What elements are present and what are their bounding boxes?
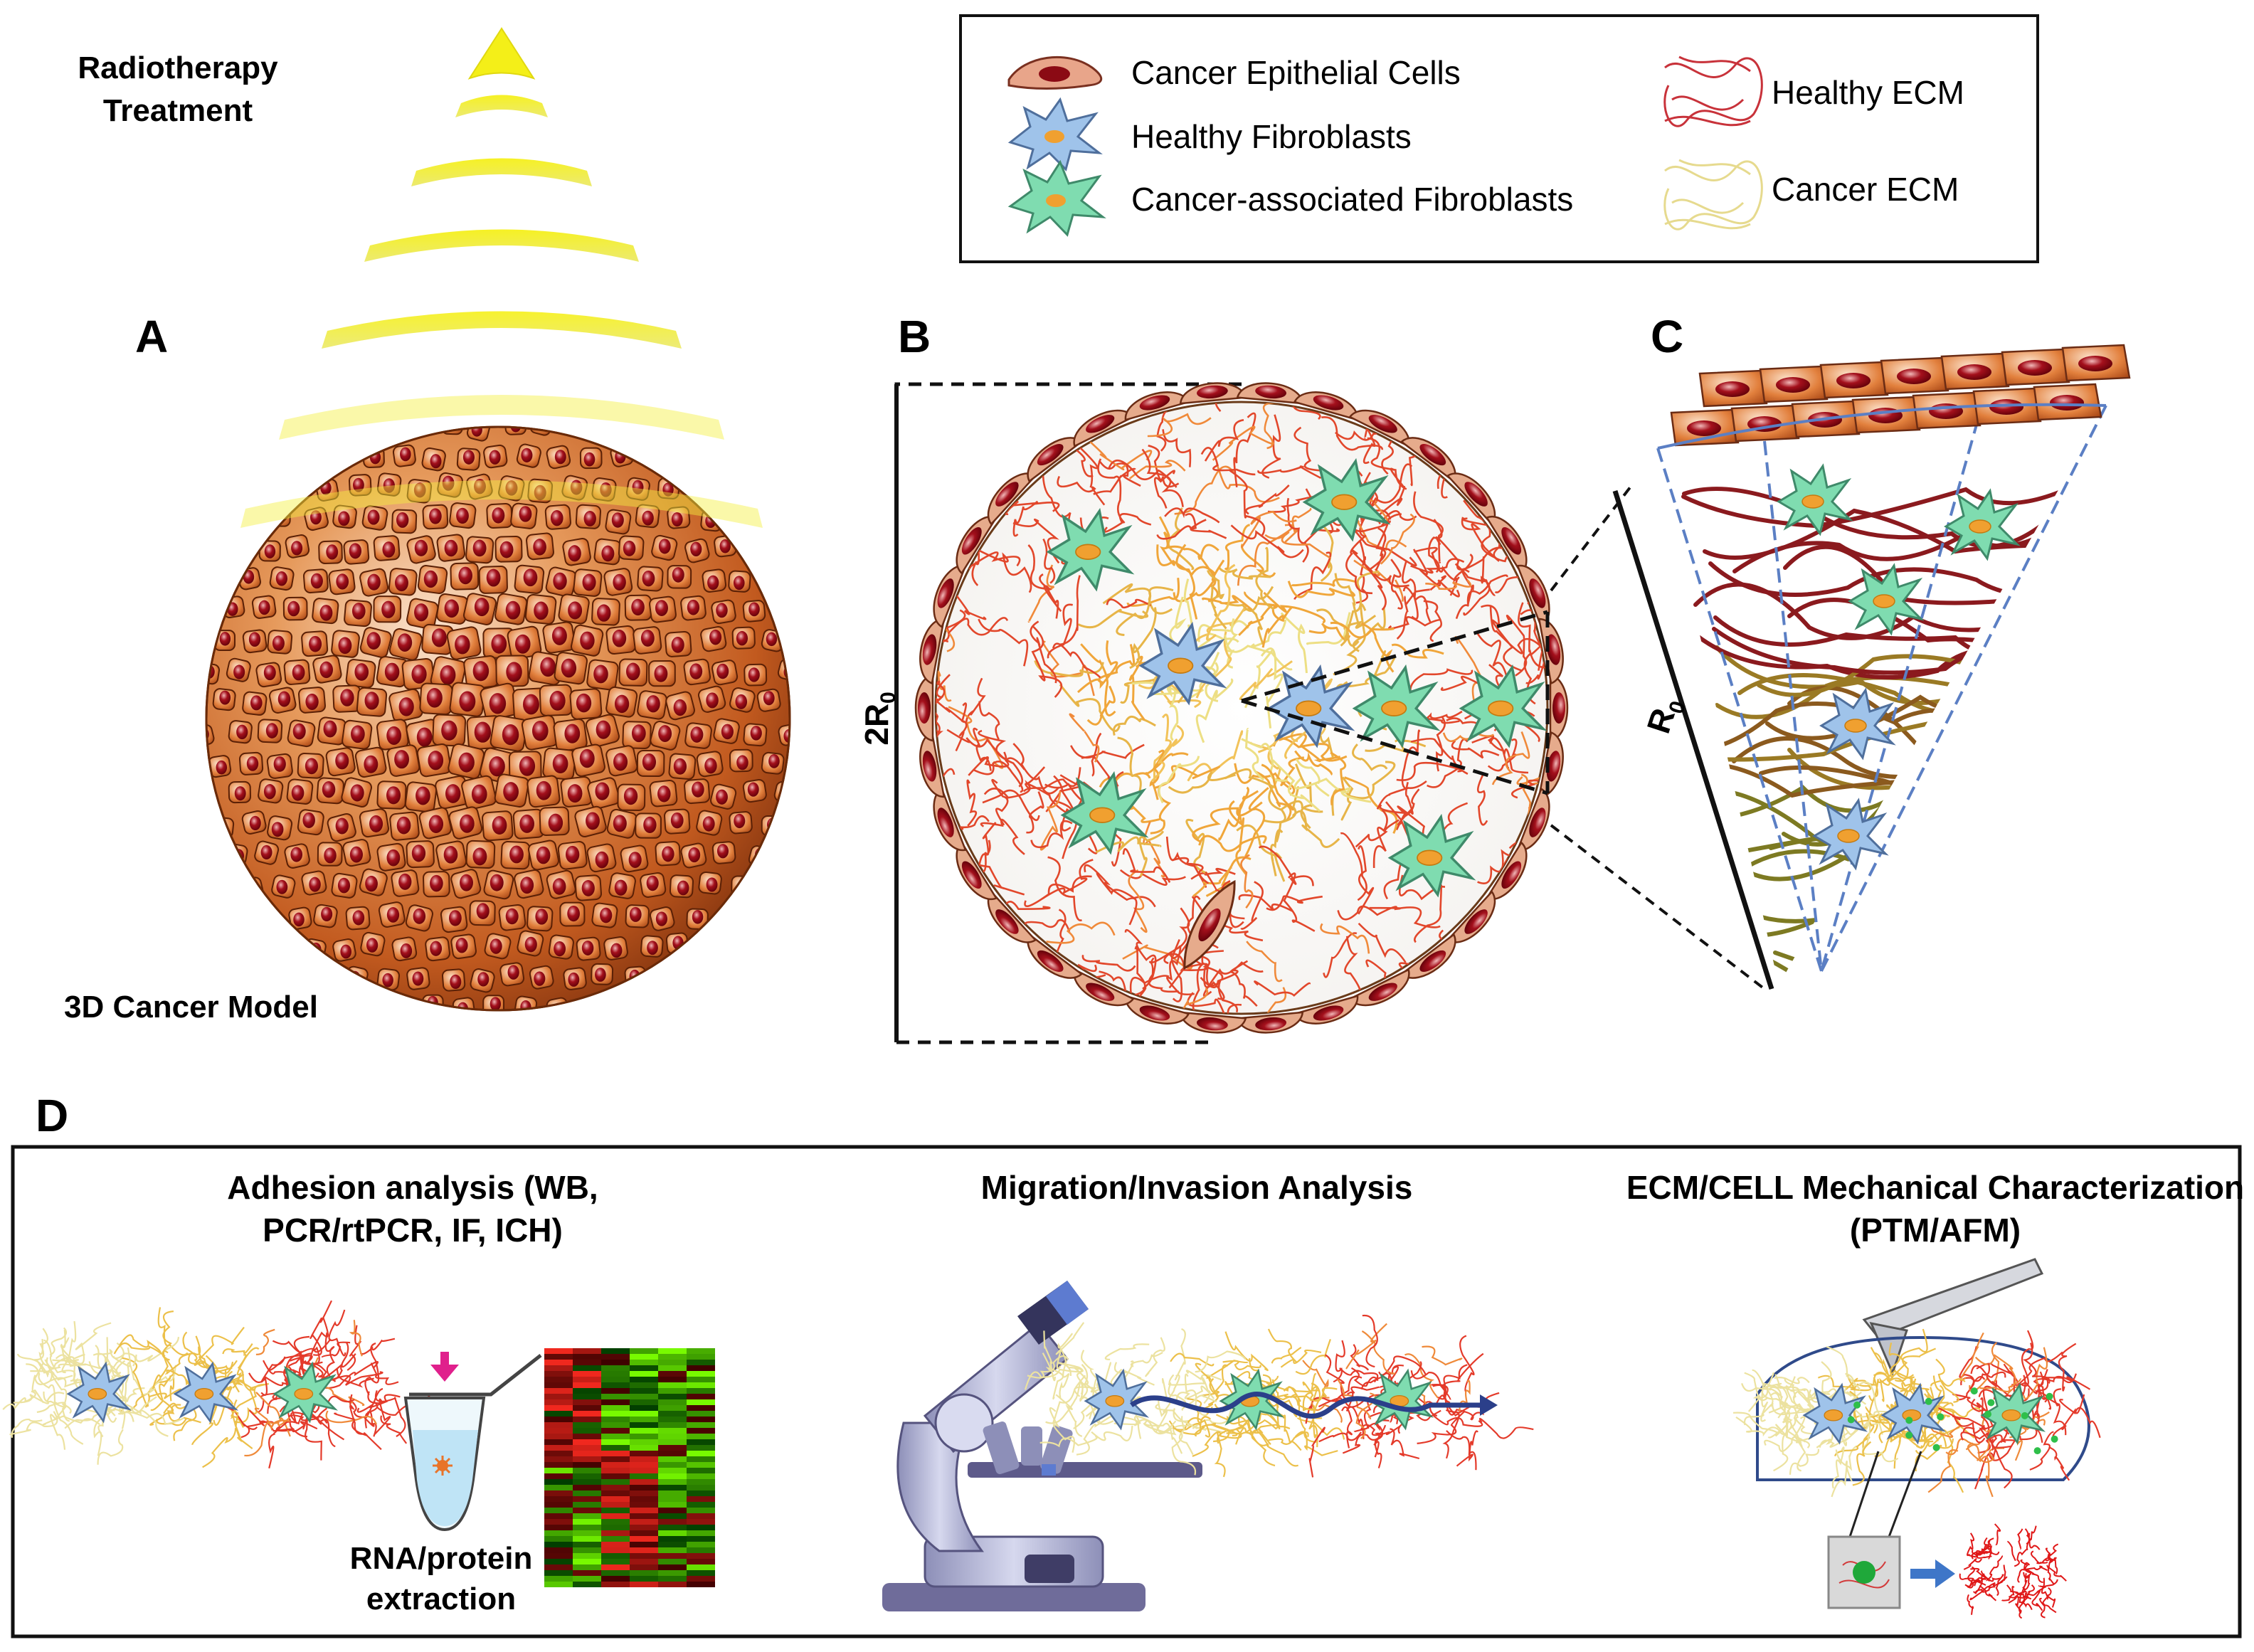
mech-title-line2: (PTM/AFM) bbox=[1850, 1212, 2021, 1249]
epithelial-cell bbox=[2061, 344, 2131, 382]
invading-cell bbox=[1183, 879, 1236, 970]
epithelial-cell bbox=[1730, 404, 1800, 443]
epithelial-cell bbox=[1759, 365, 1829, 403]
epithelial-cell bbox=[1698, 369, 1768, 408]
epithelial-cell bbox=[1236, 382, 1304, 405]
epithelial-cell-icon bbox=[1007, 55, 1102, 90]
microscope-icon bbox=[882, 1281, 1202, 1611]
panel-letter-a: A bbox=[135, 311, 168, 362]
diameter-label: 2R0 bbox=[858, 692, 900, 746]
rna-label-line2: extraction bbox=[366, 1582, 516, 1616]
epithelial-cell bbox=[914, 674, 934, 742]
panel-letter-c: C bbox=[1651, 311, 1683, 362]
radiation-beam bbox=[322, 27, 682, 349]
legend-label-caf: Cancer-associated Fibroblasts bbox=[1131, 181, 1573, 218]
epithelial-cell bbox=[504, 427, 527, 435]
sample-dome bbox=[1756, 1335, 2090, 1481]
fibroblast bbox=[1848, 563, 1925, 636]
zoom-line-left bbox=[1848, 1451, 1880, 1537]
healthy-fibroblast-icon bbox=[1007, 97, 1103, 171]
epithelial-cell bbox=[303, 938, 327, 961]
rna-label-line1: RNA/protein bbox=[350, 1541, 533, 1576]
spheroid-cross-section bbox=[914, 382, 1569, 1034]
fibroblast bbox=[1777, 463, 1853, 536]
epithelial-cell bbox=[2033, 383, 2102, 421]
fibroblast bbox=[273, 1361, 339, 1424]
tissue-strip-adhesion bbox=[2, 1300, 431, 1469]
epithelial-cell bbox=[1179, 1011, 1247, 1034]
legend-label-healthy-ecm: Healthy ECM bbox=[1772, 74, 1964, 111]
radiotherapy-label-line1: Radiotherapy bbox=[78, 51, 278, 85]
epithelial-cell bbox=[1819, 361, 1889, 399]
fibroblast bbox=[1138, 621, 1227, 706]
zoom-inset bbox=[1827, 1535, 1901, 1609]
legend-label-healthy-fibroblast: Healthy Fibroblasts bbox=[1131, 118, 1412, 155]
epithelial-cell bbox=[546, 997, 569, 1010]
panel-d-frame bbox=[11, 1145, 2242, 1638]
mech-title-line1: ECM/CELL Mechanical Characterization bbox=[1626, 1169, 2244, 1206]
extraction-tube bbox=[403, 1352, 542, 1532]
epithelial-cell bbox=[1549, 674, 1569, 742]
diameter-bracket bbox=[894, 382, 1242, 1044]
fibroblast bbox=[1812, 798, 1889, 871]
ecm-deformation-tangle bbox=[1959, 1523, 2067, 1619]
tissue-strip-mechanical bbox=[1732, 1328, 2101, 1498]
legend-label-cancer-ecm: Cancer ECM bbox=[1772, 171, 1959, 208]
adhesion-title-line1: Adhesion analysis (WB, bbox=[227, 1169, 598, 1206]
epithelial-cell bbox=[2001, 348, 2070, 386]
epithelial-cell bbox=[1293, 391, 1359, 421]
radiotherapy-label-line2: Treatment bbox=[103, 93, 253, 128]
sector-boundaries bbox=[1656, 405, 2107, 972]
legend-box: Cancer Epithelial Cells Healthy Fibrobla… bbox=[959, 14, 2039, 263]
fibroblast bbox=[1352, 664, 1441, 748]
epithelial-cell bbox=[1912, 391, 1981, 430]
radius-line bbox=[1612, 489, 1774, 990]
fibroblast bbox=[1302, 457, 1391, 542]
legend-label-epithelial: Cancer Epithelial Cells bbox=[1131, 54, 1461, 91]
migration-title: Migration/Invasion Analysis bbox=[981, 1169, 1413, 1206]
fibroblast bbox=[1819, 687, 1896, 761]
panel-letter-b: B bbox=[898, 311, 931, 362]
expression-heatmap bbox=[544, 1348, 715, 1587]
tissue-strip-migration bbox=[1024, 1314, 1534, 1478]
arrow-right-icon bbox=[1910, 1560, 1955, 1588]
epithelial-cell bbox=[1940, 352, 2010, 391]
fibroblast bbox=[1060, 771, 1149, 855]
epithelial-cell bbox=[919, 731, 946, 798]
fibroblast bbox=[1046, 507, 1135, 592]
zoom-line-right bbox=[1888, 1451, 1922, 1537]
epithelial-cell bbox=[1670, 408, 1740, 447]
fibroblast bbox=[1944, 488, 2021, 561]
radiation-beam-overlay bbox=[240, 395, 763, 528]
fibroblast bbox=[173, 1361, 239, 1424]
migration-arrow-icon bbox=[1480, 1394, 1498, 1416]
migration-path bbox=[1129, 1392, 1480, 1419]
fibroblast bbox=[66, 1361, 132, 1424]
cancer-ecm-icon bbox=[1663, 159, 1763, 231]
healthy-ecm-icon bbox=[1663, 55, 1763, 127]
afm-cantilever-icon bbox=[1862, 1258, 2044, 1377]
adhesion-title-line2: PCR/rtPCR, IF, ICH) bbox=[263, 1212, 563, 1249]
epithelial-cell bbox=[1124, 391, 1190, 421]
sector-guide-lines bbox=[1241, 610, 1550, 795]
fibroblast bbox=[1980, 1382, 2046, 1445]
fibroblast bbox=[1084, 1368, 1150, 1431]
fibroblast bbox=[1459, 664, 1547, 748]
3d-cancer-model-label: 3D Cancer Model bbox=[64, 990, 318, 1024]
fibroblast bbox=[1802, 1382, 1868, 1445]
epithelial-cell bbox=[206, 724, 215, 747]
fibroblast bbox=[1387, 813, 1476, 898]
epithelial-cell bbox=[1880, 356, 1949, 395]
epithelial-cell bbox=[1236, 1011, 1304, 1034]
sector-zoom bbox=[1656, 344, 2131, 985]
caf-icon bbox=[1007, 159, 1106, 237]
panel-letter-d: D bbox=[36, 1090, 68, 1141]
